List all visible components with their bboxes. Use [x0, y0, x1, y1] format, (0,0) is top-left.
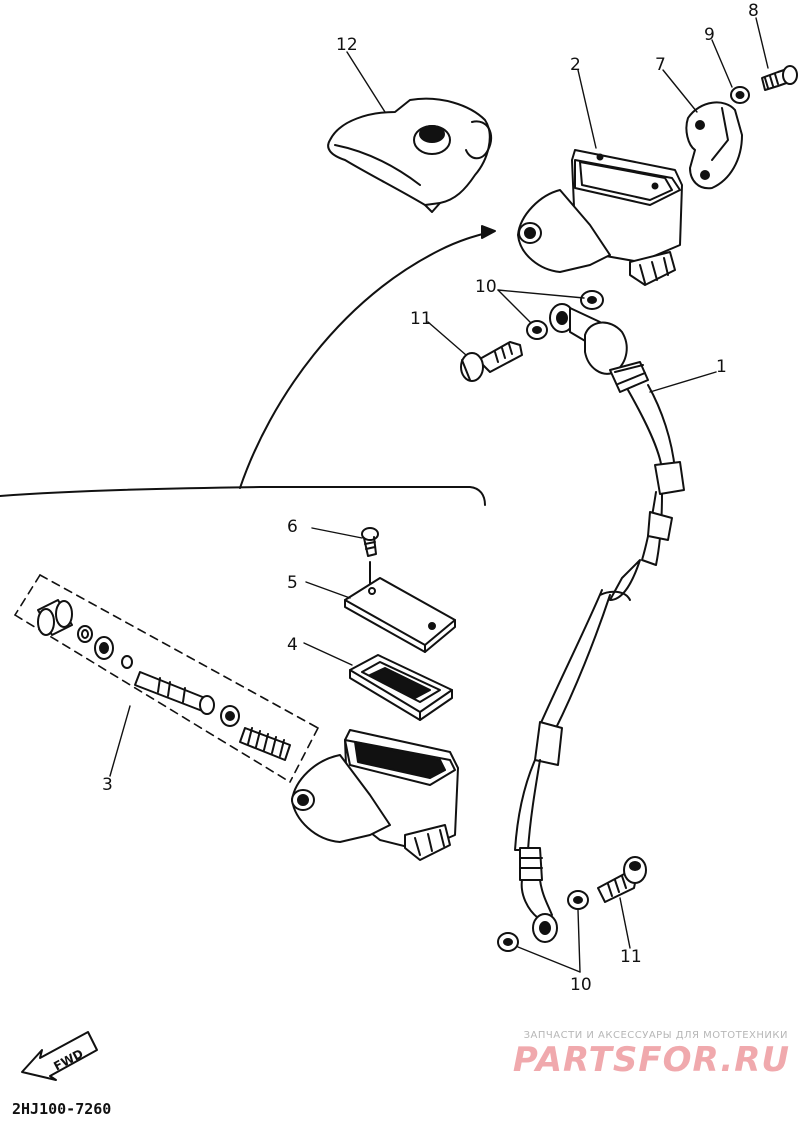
master-cylinder-part-2 [517, 149, 683, 286]
label-part-9: 9 [704, 25, 715, 45]
diagram-code: 2HJ100-7260 [12, 1100, 112, 1118]
screw-part-6 [361, 527, 379, 591]
washer-part-10-bottom [497, 890, 589, 952]
cap-part-5 [344, 577, 456, 653]
label-part-3: 3 [102, 775, 113, 795]
piston-kit-frame-part-3 [14, 574, 319, 783]
brake-hose-part-1 [514, 303, 685, 943]
label-part-6: 6 [287, 517, 298, 537]
label-part-5: 5 [287, 573, 298, 593]
union-bolt-part-11-bottom [597, 856, 647, 903]
fwd-arrow-icon [21, 1031, 98, 1081]
label-part-8: 8 [748, 1, 759, 21]
piston-kit-parts [37, 599, 291, 761]
label-part-11-top: 11 [410, 309, 432, 329]
label-part-10-top: 10 [475, 277, 497, 297]
label-part-1: 1 [716, 357, 727, 377]
master-cylinder-body-exploded [291, 729, 459, 861]
watermark-tagline: ЗАПЧАСТИ И АКСЕССУАРЫ ДЛЯ МОТОТЕХНИКИ [523, 1030, 788, 1041]
watermark-logo: PARTSFOR.RU [512, 1040, 790, 1080]
label-part-12: 12 [336, 35, 358, 55]
holder-part-7 [685, 101, 743, 190]
label-part-10-bottom: 10 [570, 975, 592, 995]
label-part-4: 4 [287, 635, 298, 655]
label-part-11-bottom: 11 [620, 947, 642, 967]
bolt-part-8 [761, 65, 798, 91]
diaphragm-part-4 [349, 654, 453, 721]
lever-cover-part-12 [327, 97, 493, 213]
washer-part-10-top [526, 290, 604, 340]
label-part-2: 2 [570, 55, 581, 75]
union-bolt-part-11-top [460, 341, 523, 382]
washer-part-9 [730, 86, 750, 104]
label-part-7: 7 [655, 55, 666, 75]
exploded-view-frame [0, 225, 496, 506]
leader-lines [109, 17, 769, 973]
